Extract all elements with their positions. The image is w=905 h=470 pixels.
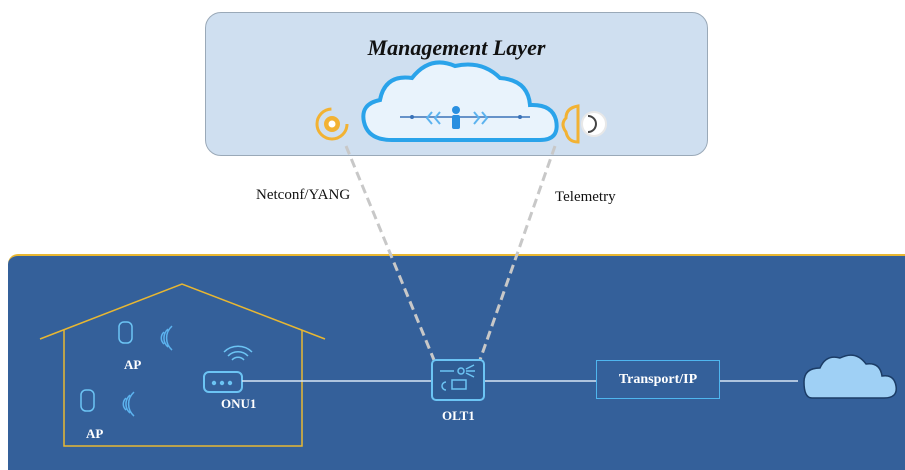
ap-bottom-icon xyxy=(80,389,135,417)
automation-gear-icon xyxy=(315,107,349,141)
olt-device-icon xyxy=(431,359,485,401)
onu-label: ONU1 xyxy=(221,396,257,411)
transport-ip-node: Transport/IP xyxy=(596,360,720,399)
telemetry-label: Telemetry xyxy=(555,189,616,205)
management-layer-title: Management Layer xyxy=(367,35,546,60)
transport-ip-label: Transport/IP xyxy=(618,371,698,387)
external-cloud-icon xyxy=(803,354,897,399)
netconf-dashed-link xyxy=(344,145,436,361)
ap-bottom-label: AP xyxy=(86,426,104,441)
ap-top-icon xyxy=(118,321,173,351)
netconf-yang-label: Netconf/YANG xyxy=(256,187,351,203)
olt-label: OLT1 xyxy=(442,408,475,423)
home-outline xyxy=(39,283,326,447)
analytics-brain-icon xyxy=(561,104,607,144)
telemetry-dashed-link xyxy=(478,145,557,361)
ap-top-label: AP xyxy=(124,357,142,372)
management-cloud-icon xyxy=(361,60,559,142)
onu-router-icon xyxy=(203,345,253,393)
